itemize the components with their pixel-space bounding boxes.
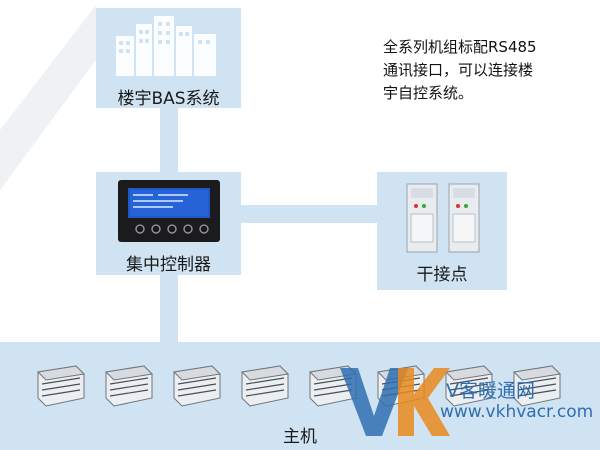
chiller-icon <box>172 365 222 407</box>
chiller-icon <box>36 365 86 407</box>
chiller-icon <box>104 365 154 407</box>
controller-label: 集中控制器 <box>126 255 211 275</box>
host-label: 主机 <box>283 427 317 447</box>
link-controller-drycontact <box>240 205 377 223</box>
note-line-2: 通讯接口，可以连接楼 <box>383 61 534 79</box>
chiller-icon <box>240 365 290 407</box>
bas-system-box: 楼宇BAS系统 <box>96 8 241 109</box>
link-controller-host <box>160 272 178 344</box>
note-line-3: 宇自控系统。 <box>383 84 474 102</box>
note-text: 全系列机组标配RS485 通讯接口，可以连接楼 宇自控系统。 <box>383 36 583 105</box>
link-bas-controller <box>160 105 178 175</box>
dry-contact-box: 干接点 <box>377 172 507 290</box>
vk-logo-icon <box>340 368 450 436</box>
bas-label: 楼宇BAS系统 <box>117 89 220 109</box>
host-box <box>0 342 600 450</box>
chiller-icon <box>444 365 494 407</box>
note-line-1: 全系列机组标配RS485 <box>383 38 537 56</box>
dry-contact-label: 干接点 <box>416 265 468 285</box>
watermark-brand-prefix: V客 <box>446 380 478 402</box>
chiller-icon <box>512 365 562 407</box>
watermark-url: www.vkhvacr.com <box>440 402 594 422</box>
watermark-brand-text: 暖通网 <box>478 380 536 402</box>
controller-device-icon <box>118 180 220 242</box>
building-icon <box>116 16 216 76</box>
host-units-row <box>32 362 572 412</box>
control-cabinet-icon <box>406 183 480 253</box>
controller-box: 集中控制器 <box>96 172 241 275</box>
watermark-brand: V客暖通网 <box>446 376 535 403</box>
